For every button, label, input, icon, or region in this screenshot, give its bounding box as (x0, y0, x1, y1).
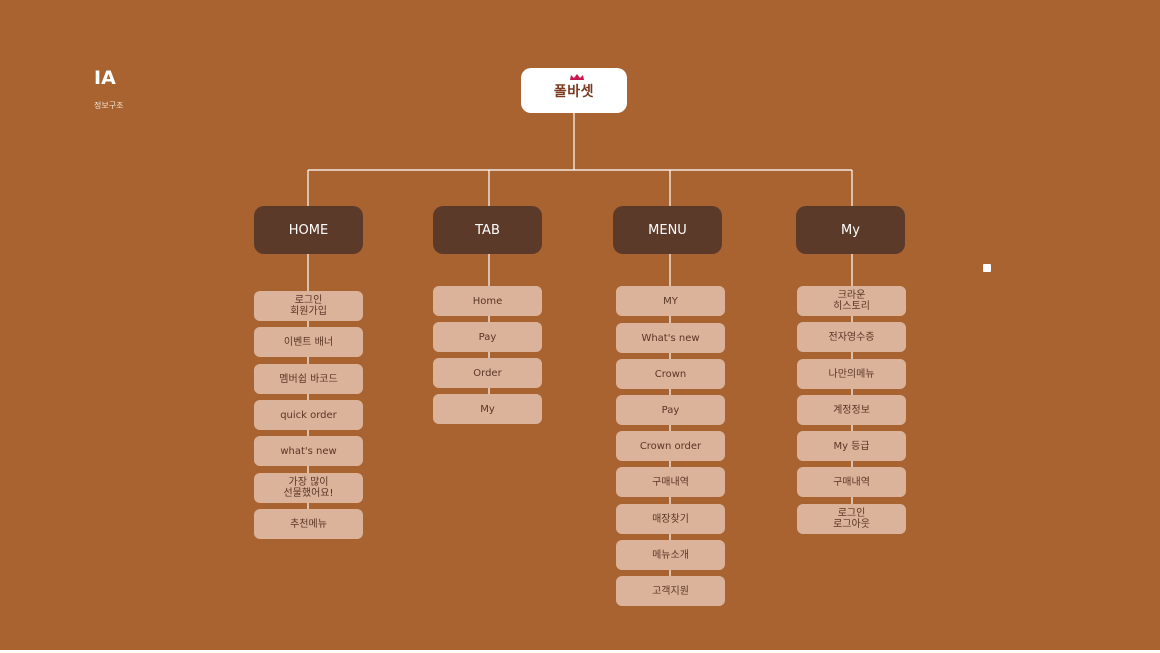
menu-item-store-finder[interactable]: 매장찾기 (616, 504, 725, 534)
page-subtitle: 정보구조 (94, 101, 124, 110)
category-home[interactable]: HOME (254, 206, 363, 254)
page-title: IA (94, 67, 116, 89)
tab-item-my[interactable]: My (433, 394, 542, 424)
my-item-crown-history[interactable]: 크라운 히스토리 (797, 286, 906, 316)
home-item-membership-barcode[interactable]: 멤버쉽 바코드 (254, 364, 363, 394)
category-tab[interactable]: TAB (433, 206, 542, 254)
my-item-e-receipt[interactable]: 전자영수증 (797, 322, 906, 352)
tab-item-order[interactable]: Order (433, 358, 542, 388)
tab-item-pay[interactable]: Pay (433, 322, 542, 352)
category-label: MENU (648, 222, 687, 238)
bottom-strip (0, 650, 1160, 653)
menu-item-pay[interactable]: Pay (616, 395, 725, 425)
category-label: HOME (288, 222, 329, 238)
menu-item-crown[interactable]: Crown (616, 359, 725, 389)
white-square-marker (983, 264, 991, 272)
my-item-my-grade[interactable]: My 등급 (797, 431, 906, 461)
my-item-purchase-history[interactable]: 구매내역 (797, 467, 906, 497)
menu-item-purchase-history[interactable]: 구매내역 (616, 467, 725, 497)
category-label: TAB (475, 222, 500, 238)
category-my[interactable]: My (796, 206, 905, 254)
my-item-my-menu[interactable]: 나만의메뉴 (797, 359, 906, 389)
menu-item-menu-intro[interactable]: 메뉴소개 (616, 540, 725, 570)
my-item-login-logout[interactable]: 로그인 로그아웃 (797, 504, 906, 534)
my-item-account-info[interactable]: 계정정보 (797, 395, 906, 425)
menu-item-customer-support[interactable]: 고객지원 (616, 576, 725, 606)
home-item-whats-new[interactable]: what's new (254, 436, 363, 466)
root-node[interactable]: 폴바셋 (521, 68, 627, 113)
home-item-quick-order[interactable]: quick order (254, 400, 363, 430)
home-item-event-banner[interactable]: 이벤트 배너 (254, 327, 363, 357)
brand-logo-text: 폴바셋 (553, 83, 595, 100)
menu-item-my[interactable]: MY (616, 286, 725, 316)
crown-icon (570, 74, 584, 80)
category-label: My (841, 222, 860, 238)
home-item-most-gifted[interactable]: 가장 많이 선물했어요! (254, 473, 363, 503)
menu-item-crown-order[interactable]: Crown order (616, 431, 725, 461)
home-item-recommended-menu[interactable]: 추천메뉴 (254, 509, 363, 539)
home-item-login-signup[interactable]: 로그인 회원가입 (254, 291, 363, 321)
tab-item-home[interactable]: Home (433, 286, 542, 316)
category-menu[interactable]: MENU (613, 206, 722, 254)
menu-item-whats-new[interactable]: What's new (616, 323, 725, 353)
